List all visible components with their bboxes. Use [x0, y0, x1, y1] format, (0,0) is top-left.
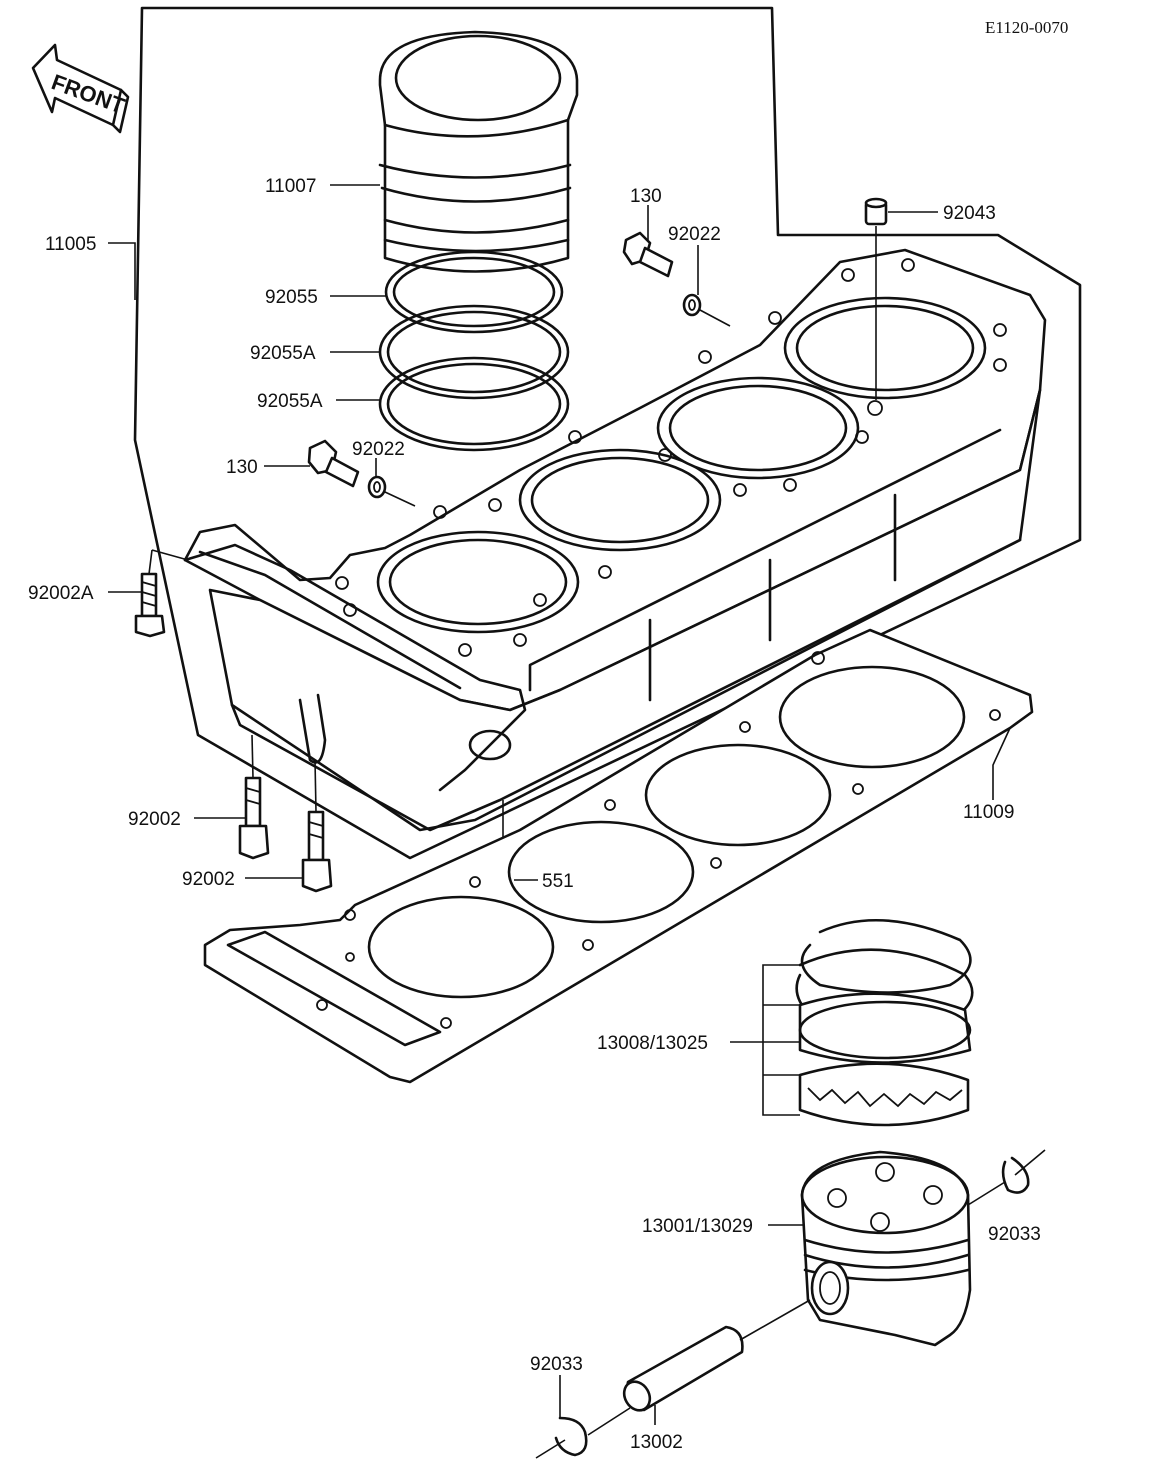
label-cylinder-block: 11005 — [45, 234, 96, 255]
label-ring-top: 92055 — [265, 287, 318, 308]
circlip-left — [535, 1375, 631, 1459]
label-stud-a: 92002A — [28, 583, 94, 604]
bolt-130-right — [622, 231, 731, 327]
cylinder-rings — [378, 250, 570, 452]
label-piston: 13001/13029 — [642, 1216, 753, 1237]
piston-ring-set — [730, 918, 974, 1127]
plug-92043 — [864, 197, 888, 400]
label-circlip-left: 92033 — [530, 1354, 583, 1375]
cylinder-liner — [378, 30, 579, 273]
label-ring-third: 92055A — [257, 391, 323, 412]
label-dowel: 551 — [542, 871, 574, 892]
stud-92002a — [134, 549, 189, 638]
label-stud-second: 92002 — [182, 869, 235, 890]
cylinder-block — [183, 248, 1047, 832]
bolt-130-left — [307, 439, 416, 507]
circlip-right — [967, 1149, 1046, 1206]
stud-92002-second — [301, 759, 333, 893]
label-ring-second: 92055A — [250, 343, 316, 364]
label-head-gasket: 11009 — [963, 802, 1014, 823]
label-washer-left: 92022 — [352, 439, 405, 460]
head-gasket — [203, 628, 1034, 1084]
front-arrow-icon: FRONT — [31, 43, 130, 134]
diagram-reference: E1120-0070 — [985, 18, 1068, 37]
label-bolt-right: 130 — [630, 186, 662, 207]
label-plug: 92043 — [943, 203, 996, 224]
label-piston-pin: 13002 — [630, 1432, 683, 1453]
stud-92002-first — [238, 734, 270, 860]
label-cylinder-liner: 11007 — [265, 176, 316, 197]
piston-pin — [622, 1299, 811, 1425]
label-bolt-left: 130 — [226, 457, 258, 478]
assembly-boundary-line — [133, 6, 1082, 860]
label-washer-right: 92022 — [668, 224, 721, 245]
piston — [800, 1150, 972, 1347]
label-piston-rings: 13008/13025 — [597, 1033, 708, 1054]
label-stud-first: 92002 — [128, 809, 181, 830]
label-circlip-right: 92033 — [988, 1224, 1041, 1245]
